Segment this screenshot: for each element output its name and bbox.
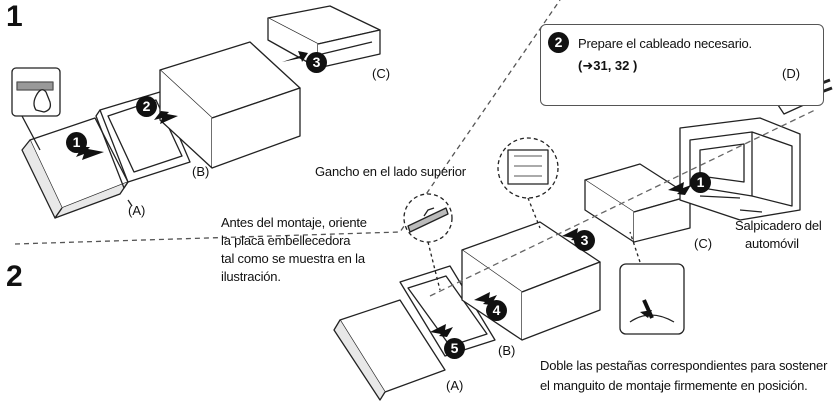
step1-marker-2: 2 xyxy=(136,96,157,117)
ref-arrow-icon: ➜ xyxy=(582,58,594,73)
faceplate-a-step2 xyxy=(333,299,446,401)
label-a-step1: (A) xyxy=(128,203,146,218)
ref-prefix: ( xyxy=(578,58,583,73)
orient-note-line-4: ilustración. xyxy=(221,269,281,284)
faceplate-a-step1 xyxy=(21,117,129,219)
assembly-guide-line xyxy=(429,109,816,297)
arrow-5-step2 xyxy=(430,324,453,337)
ref-pages: 31, 32 xyxy=(593,58,630,73)
label-a-step2: (A) xyxy=(446,378,464,393)
label-d: (D) xyxy=(782,66,801,81)
hook-label: Gancho en el lado superior xyxy=(315,164,466,179)
arrow-3-step1 xyxy=(282,51,308,62)
callout-marker-2: 2 xyxy=(548,32,569,53)
callout-text: Prepare el cableado necesario. xyxy=(578,36,752,51)
unit-body-step2 xyxy=(461,221,601,341)
step-number-2: 2 xyxy=(6,260,23,293)
hook-zoom-bubble xyxy=(403,193,453,291)
dashboard-label-line-1: Salpicadero del xyxy=(735,218,822,233)
arrow-1-step2 xyxy=(668,182,691,195)
unit-body-step1 xyxy=(159,41,301,169)
orient-note-line-3: tal como se muestra en la xyxy=(221,251,365,266)
bend-note-line-2: el manguito de montaje firmemente en pos… xyxy=(540,378,808,393)
label-b-step2: (B) xyxy=(498,343,516,358)
car-dashboard xyxy=(679,117,801,221)
arrow-2-step1 xyxy=(154,111,178,124)
section-divider xyxy=(14,0,561,245)
bend-note-line-1: Doble las pestañas correspondientes para… xyxy=(540,358,828,373)
callout-page-reference: (➜31, 32 ) xyxy=(578,58,637,73)
wiring-callout-box xyxy=(540,24,824,106)
label-c-step2: (C) xyxy=(694,236,713,251)
orient-note-line-2: la placa embellecedora xyxy=(221,233,351,248)
trim-plate-b-step2 xyxy=(399,265,496,357)
sleeve-c-step2 xyxy=(584,163,691,243)
orient-note-line-1: Antes del montaje, oriente xyxy=(221,215,367,230)
step-number-1: 1 xyxy=(6,0,23,33)
step2-marker-1: 1 xyxy=(690,172,711,193)
release-button-zoom xyxy=(11,67,61,151)
step1-marker-1: 1 xyxy=(66,132,87,153)
dashboard-label-line-2: automóvil xyxy=(745,236,799,251)
tab-bend-zoom xyxy=(619,231,685,335)
label-c-step1: (C) xyxy=(372,66,391,81)
label-b-step1: (B) xyxy=(192,164,210,179)
step2-marker-3: 3 xyxy=(574,230,595,251)
step2-marker-4: 4 xyxy=(486,300,507,321)
step2-marker-5: 5 xyxy=(444,338,465,359)
ref-suffix: ) xyxy=(629,58,638,73)
step1-marker-3: 3 xyxy=(306,52,327,73)
latch-zoom-bubble xyxy=(497,137,559,229)
